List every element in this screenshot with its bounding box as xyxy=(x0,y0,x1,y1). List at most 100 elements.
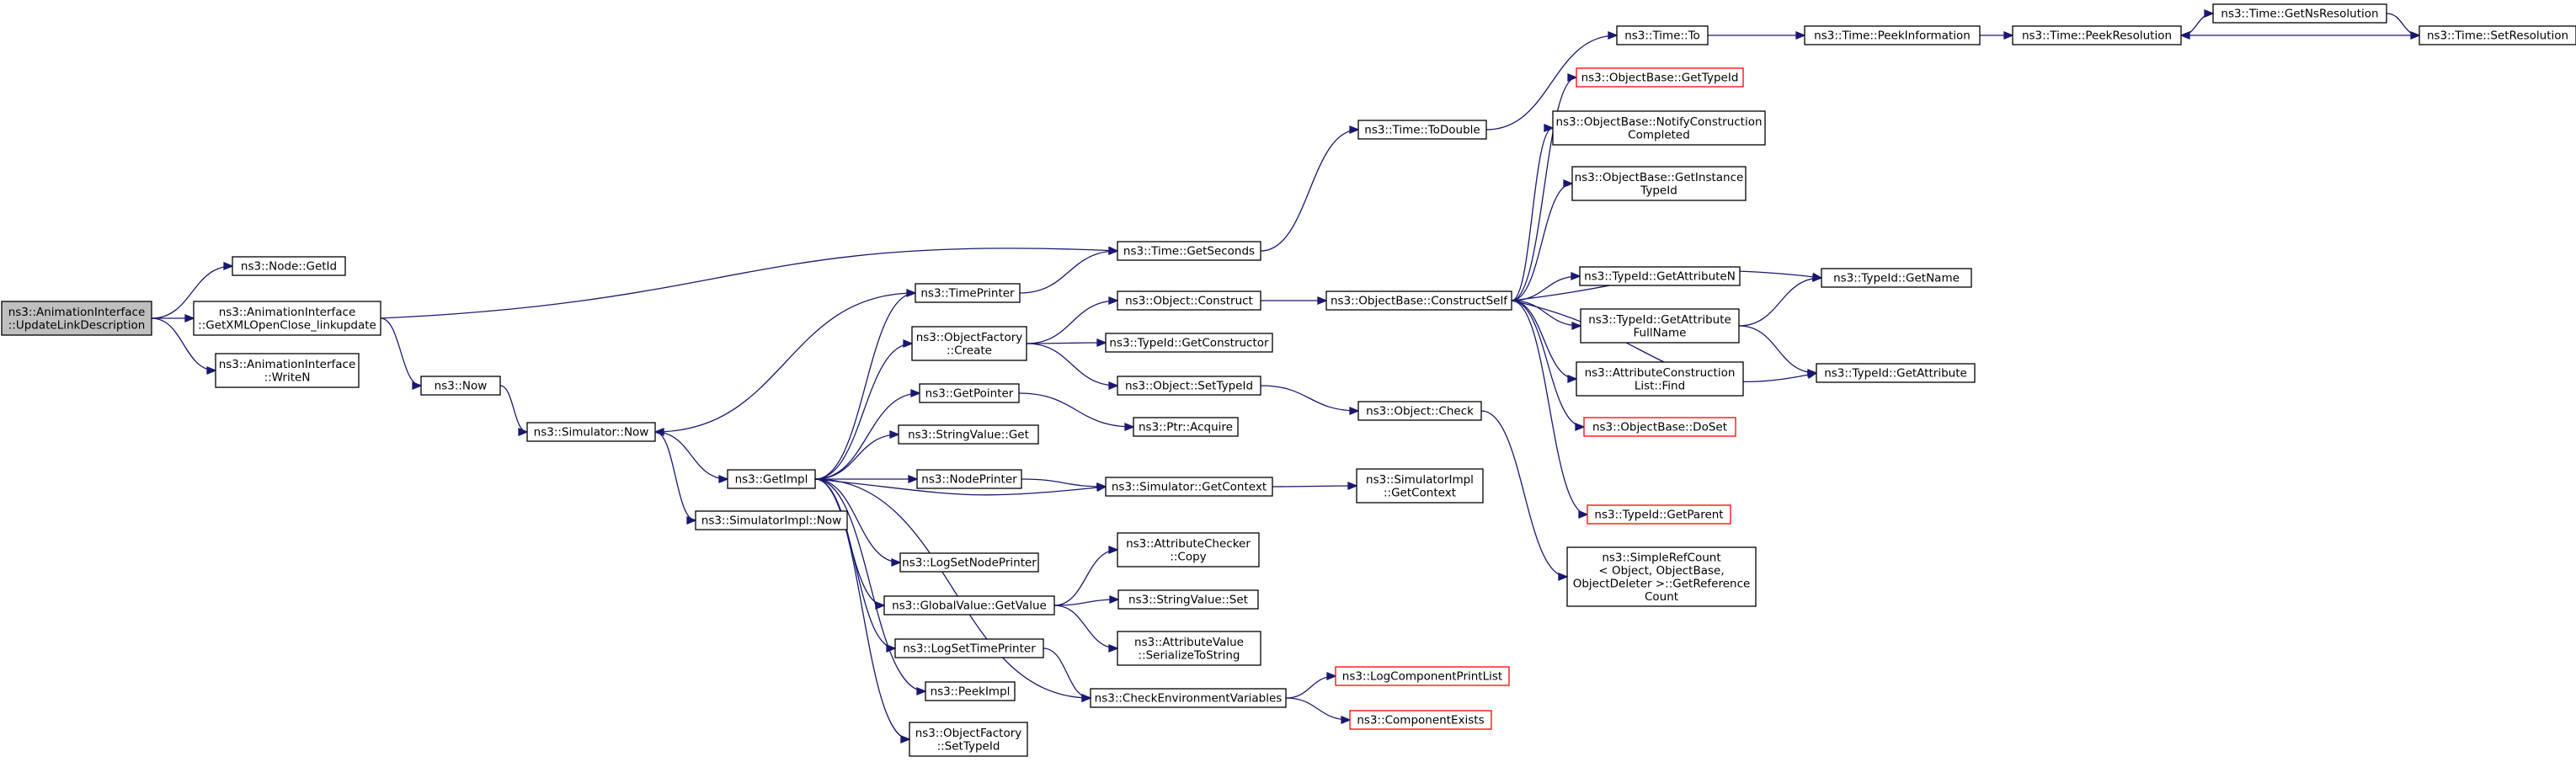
node-label: ::GetXMLOpenClose_linkupdate xyxy=(198,318,376,332)
edge-arrowhead xyxy=(2179,31,2190,40)
node-obgettypeid[interactable]: ns3::ObjectBase::GetTypeId xyxy=(1576,67,1744,88)
edge-arrowhead xyxy=(1108,644,1119,653)
node-simnow[interactable]: ns3::Simulator::Now xyxy=(526,422,656,442)
node-label: ns3::SimulatorImpl xyxy=(1366,473,1474,487)
node-timetodouble[interactable]: ns3::Time::ToDouble xyxy=(1357,120,1487,140)
node-timesetres[interactable]: ns3::Time::SetResolution xyxy=(2419,25,2576,45)
node-nodeprinter[interactable]: ns3::NodePrinter xyxy=(916,469,1022,489)
node-logcompprint[interactable]: ns3::LogComponentPrintList xyxy=(1335,666,1510,686)
node-simplerefcount[interactable]: ns3::SimpleRefCount< Object, ObjectBase,… xyxy=(1566,546,1757,607)
node-now[interactable]: ns3::Now xyxy=(420,376,501,396)
node-label: ns3::Time::PeekInformation xyxy=(1814,29,1971,43)
node-tidgetname[interactable]: ns3::TypeId::GetName xyxy=(1821,268,1972,288)
node-box xyxy=(420,376,501,396)
node-objconstruct[interactable]: ns3::Object::Construct xyxy=(1117,290,1261,311)
edge-arrowhead xyxy=(1349,407,1360,415)
node-label: ns3::Time::To xyxy=(1624,29,1700,43)
node-label: ObjectDeleter >::GetReference xyxy=(1573,577,1751,590)
node-label: Completed xyxy=(1628,128,1690,141)
node-simimplgetctx[interactable]: ns3::SimulatorImpl::GetContext xyxy=(1356,468,1484,504)
node-label: ns3::ObjectBase::GetInstance xyxy=(1575,171,1744,184)
node-objbasector[interactable]: ns3::ObjectBase::ConstructSelf xyxy=(1325,290,1512,311)
node-peekimpl[interactable]: ns3::PeekImpl xyxy=(925,681,1016,701)
node-writen[interactable]: ns3::AnimationInterface::WriteN xyxy=(215,353,360,388)
node-label: ns3::Ptr::Acquire xyxy=(1139,421,1233,434)
edge-timeprinter-to-simnow xyxy=(654,292,916,433)
node-label: ns3::AnimationInterface xyxy=(219,306,356,319)
node-label: ns3::Object::Check xyxy=(1366,405,1474,418)
node-box xyxy=(1090,688,1287,708)
node-objfactcreate[interactable]: ns3::ObjectFactory::Create xyxy=(911,326,1027,361)
node-box xyxy=(1616,25,1709,45)
node-label: ns3::LogSetNodePrinter xyxy=(902,557,1037,570)
node-typeidgetctor[interactable]: ns3::TypeId::GetConstructor xyxy=(1105,333,1273,353)
node-box xyxy=(883,595,1055,615)
node-logsettime[interactable]: ns3::LogSetTimePrinter xyxy=(894,638,1044,658)
node-label: ::WriteN xyxy=(264,370,311,384)
edge-objbasector-to-obdoset xyxy=(1511,300,1585,428)
edge-timetodouble-to-timeto xyxy=(1485,35,1618,131)
edge-arrowhead xyxy=(718,475,729,483)
node-getpointer[interactable]: ns3::GetPointer xyxy=(919,383,1020,403)
node-simimplnow[interactable]: ns3::SimulatorImpl::Now xyxy=(695,510,848,530)
node-obnotify[interactable]: ns3::ObjectBase::NotifyConstructionCompl… xyxy=(1552,110,1766,146)
edge-getimpl-to-timeprinter xyxy=(814,292,916,480)
edge-objsettype-to-objcheck xyxy=(1260,385,1359,412)
node-gvgetvalue[interactable]: ns3::GlobalValue::GetValue xyxy=(883,595,1055,615)
edge-objfactcreate-to-typeidgetctor xyxy=(1026,342,1107,344)
node-ptracquire[interactable]: ns3::Ptr::Acquire xyxy=(1133,417,1239,437)
node-timepeekres[interactable]: ns3::Time::PeekResolution xyxy=(2012,25,2182,45)
edge-getimpl-to-objfactsettype xyxy=(814,478,910,740)
node-checkenv[interactable]: ns3::CheckEnvironmentVariables xyxy=(1090,688,1287,708)
node-tidgetparent[interactable]: ns3::TypeId::GetParent xyxy=(1587,504,1731,525)
node-box xyxy=(1357,120,1487,140)
node-label: ns3::StringValue::Get xyxy=(908,429,1029,442)
node-label: ns3::ObjectBase::DoSet xyxy=(1592,421,1727,434)
edge-gvgetvalue-to-attrvalser xyxy=(1053,605,1118,649)
node-obdoset[interactable]: ns3::ObjectBase::DoSet xyxy=(1583,417,1736,437)
node-label: ns3::StringValue::Set xyxy=(1128,594,1248,607)
node-attrvalser[interactable]: ns3::AttributeValue::SerializeToString xyxy=(1117,631,1261,666)
edge-arrowhead xyxy=(1317,296,1328,305)
node-compexists[interactable]: ns3::ComponentExists xyxy=(1349,710,1492,730)
edge-arrowhead xyxy=(1571,322,1582,330)
node-getimpl[interactable]: ns3::GetImpl xyxy=(727,469,816,489)
node-box xyxy=(2419,25,2576,45)
node-label: ns3::Time::GetNsResolution xyxy=(2221,8,2378,21)
node-objsettype[interactable]: ns3::Object::SetTypeId xyxy=(1117,376,1261,396)
edge-arrowhead xyxy=(1124,423,1135,431)
node-timegetseconds[interactable]: ns3::Time::GetSeconds xyxy=(1117,241,1261,261)
edge-simnow-to-simimplnow xyxy=(654,431,696,521)
node-objfactsettype[interactable]: ns3::ObjectFactory::SetTypeId xyxy=(909,722,1028,757)
node-objcheck[interactable]: ns3::Object::Check xyxy=(1357,401,1482,421)
edge-arrowhead xyxy=(889,430,900,439)
node-box xyxy=(727,469,816,489)
node-tidgetattr[interactable]: ns3::TypeId::GetAttribute xyxy=(1816,363,1976,383)
node-box xyxy=(1325,290,1512,311)
node-strvalget[interactable]: ns3::StringValue::Get xyxy=(898,424,1039,445)
node-strvalset[interactable]: ns3::StringValue::Set xyxy=(1117,589,1259,610)
node-timepeekinfo[interactable]: ns3::Time::PeekInformation xyxy=(1804,25,1981,45)
node-box xyxy=(1576,67,1744,88)
node-timeprinter[interactable]: ns3::TimePrinter xyxy=(915,283,1021,303)
node-attrcheckcopy[interactable]: ns3::AttributeChecker::Copy xyxy=(1117,532,1260,568)
node-label: ::Copy xyxy=(1170,550,1206,563)
node-layer: ns3::AnimationInterface::UpdateLinkDescr… xyxy=(1,3,2576,757)
node-timegetnsres[interactable]: ns3::Time::GetNsResolution xyxy=(2212,3,2387,24)
node-box xyxy=(894,638,1044,658)
node-logsetnode[interactable]: ns3::LogSetNodePrinter xyxy=(899,552,1039,573)
node-getxml[interactable]: ns3::AnimationInterface::GetXMLOpenClose… xyxy=(193,301,381,336)
node-tidgetattrn[interactable]: ns3::TypeId::GetAttributeN xyxy=(1579,266,1741,286)
node-simgetctx[interactable]: ns3::Simulator::GetContext xyxy=(1105,477,1273,497)
node-box xyxy=(1571,166,1747,201)
node-label: ns3::TypeId::GetConstructor xyxy=(1109,337,1269,350)
node-timeto[interactable]: ns3::Time::To xyxy=(1616,25,1709,45)
node-getid[interactable]: ns3::Node::GetId xyxy=(232,256,346,276)
edge-arrowhead xyxy=(1544,124,1555,132)
node-box xyxy=(919,383,1020,403)
node-root[interactable]: ns3::AnimationInterface::UpdateLinkDescr… xyxy=(1,301,152,336)
edge-arrowhead xyxy=(1608,31,1619,40)
